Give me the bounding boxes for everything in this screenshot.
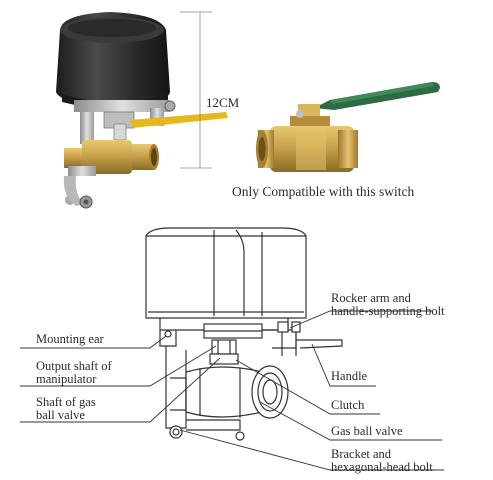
- callout-mounting-ear: Mounting ear: [36, 333, 104, 346]
- callout-clutch: Clutch: [331, 399, 364, 412]
- dimension-marker: [180, 11, 212, 169]
- callout-gas-ball-valve: Gas ball valve: [331, 425, 403, 438]
- callout-leaders: [20, 310, 444, 471]
- dimension-label: 12CM: [206, 95, 240, 110]
- callout-handle: Handle: [331, 370, 367, 383]
- callout-line: Mounting ear: [36, 332, 104, 346]
- callout-shaft-of-gas-ball-valve: Shaft of gas ball valve: [36, 396, 96, 422]
- callout-line: Output shaft of: [36, 359, 112, 373]
- callout-line: Clutch: [331, 398, 365, 412]
- callout-bracket-bolt: Bracket and hexagonal-head bolt: [331, 448, 433, 474]
- line-art-diagram: [145, 227, 343, 441]
- callout-line: hexagonal-head bolt: [331, 460, 433, 474]
- actuator-photo: [56, 12, 228, 144]
- compatible-valve-photo: [256, 82, 440, 172]
- callout-line: manipulator: [36, 372, 97, 386]
- valve-photo-left: [63, 140, 159, 209]
- callout-line: ball valve: [36, 408, 85, 422]
- callout-line: Handle: [331, 369, 368, 383]
- callout-line: Bracket and: [331, 447, 392, 461]
- callout-line: Gas ball valve: [331, 424, 403, 438]
- callout-line: Rocker arm and: [331, 291, 411, 305]
- callout-line: Shaft of gas: [36, 395, 96, 409]
- callout-output-shaft: Output shaft of manipulator: [36, 360, 112, 386]
- callout-line: handle-supporting bolt: [331, 304, 445, 318]
- compatibility-caption: Only Compatible with this switch: [232, 184, 415, 199]
- callout-rocker-arm: Rocker arm and handle-supporting bolt: [331, 292, 445, 318]
